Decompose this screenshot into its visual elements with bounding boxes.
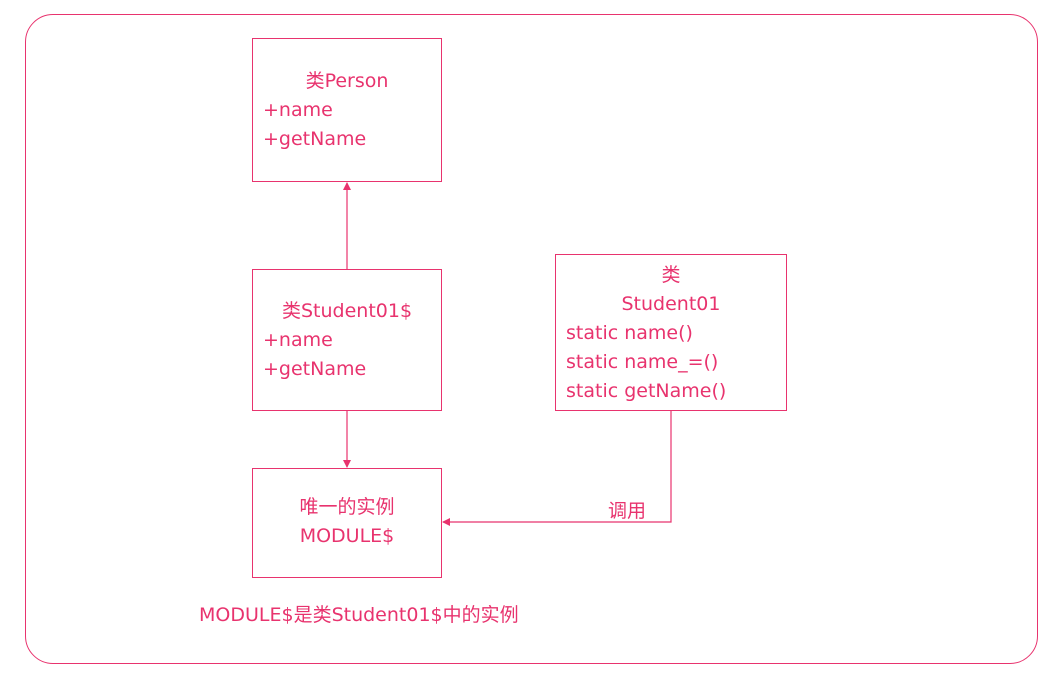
diagram-frame xyxy=(25,14,1038,664)
node-student-object-title: 类Student01$ xyxy=(281,300,413,322)
node-person-method: +getName xyxy=(263,128,367,150)
node-student-class-subtitle: Student01 xyxy=(621,293,721,315)
node-module-instance: 唯一的实例 MODULE$ xyxy=(252,468,442,578)
node-module-subtitle: MODULE$ xyxy=(299,525,395,547)
node-student-object: 类Student01$ +name +getName xyxy=(252,269,442,411)
node-student-class: 类 Student01 static name() static name_=(… xyxy=(555,254,787,411)
node-student-class-method-name: static name() xyxy=(566,322,693,344)
edge-label-call: 调用 xyxy=(608,500,647,522)
node-student-object-method: +getName xyxy=(263,358,367,380)
node-student-class-method-setter: static name_=() xyxy=(566,351,719,373)
node-module-title: 唯一的实例 xyxy=(299,496,395,518)
node-person-title: 类Person xyxy=(305,70,389,92)
node-student-object-field: +name xyxy=(263,329,333,351)
node-person-field: +name xyxy=(263,99,333,121)
node-student-class-title: 类 xyxy=(661,264,681,286)
node-student-class-method-getname: static getName() xyxy=(566,380,727,402)
node-person: 类Person +name +getName xyxy=(252,38,442,182)
diagram-caption: MODULE$是类Student01$中的实例 xyxy=(199,604,519,626)
